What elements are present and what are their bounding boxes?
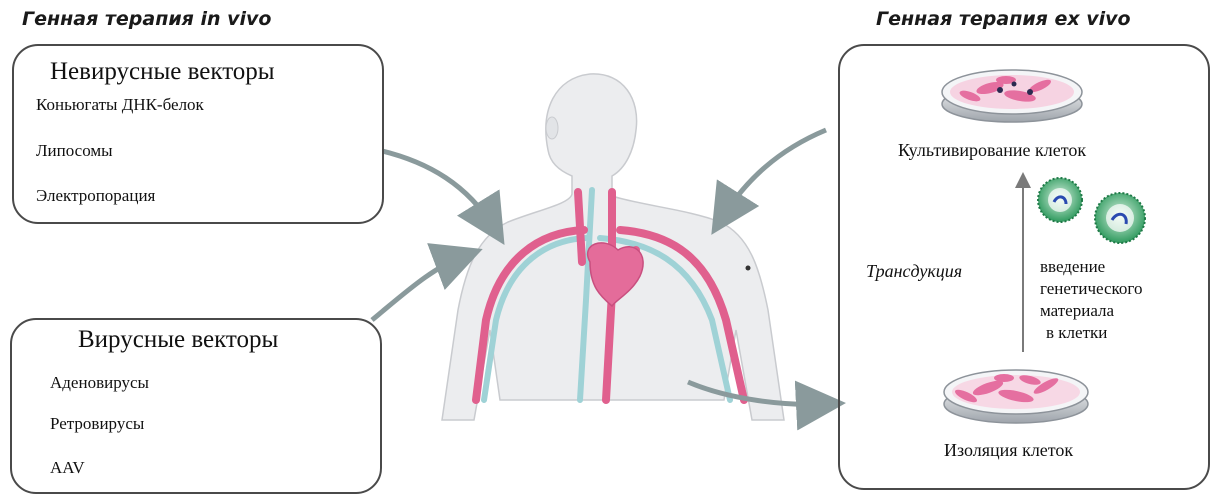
viral-item-adenovirus: Аденовирусы (50, 373, 149, 393)
intro-line-1: введение (1040, 256, 1142, 278)
viral-item-retrovirus: Ретровирусы (50, 414, 144, 434)
intro-line-4: в клетки (1040, 322, 1142, 344)
viral-title: Вирусные векторы (78, 326, 278, 354)
transduction-label: Трансдукция (866, 261, 962, 282)
arrow-viral-to-body (372, 256, 464, 320)
viral-item-aav: AAV (50, 458, 85, 478)
intro-text-block: введение генетического материала в клетк… (1040, 256, 1142, 344)
arrow-nonviral-to-body (378, 150, 494, 228)
nonviral-title: Невирусные векторы (50, 58, 275, 86)
arrow-culture-to-body (722, 130, 826, 218)
culture-label: Культивирование клеток (898, 140, 1086, 161)
marker-dot (746, 266, 751, 271)
nonviral-item-electroporation: Электропорация (36, 186, 155, 206)
intro-line-2: генетического (1040, 278, 1142, 300)
nonviral-item-liposomes: Липосомы (36, 141, 113, 161)
isolation-label: Изоляция клеток (944, 440, 1073, 461)
nonviral-item-conjugates: Коньюгаты ДНК-белок (36, 95, 204, 115)
intro-line-3: материала (1040, 300, 1142, 322)
